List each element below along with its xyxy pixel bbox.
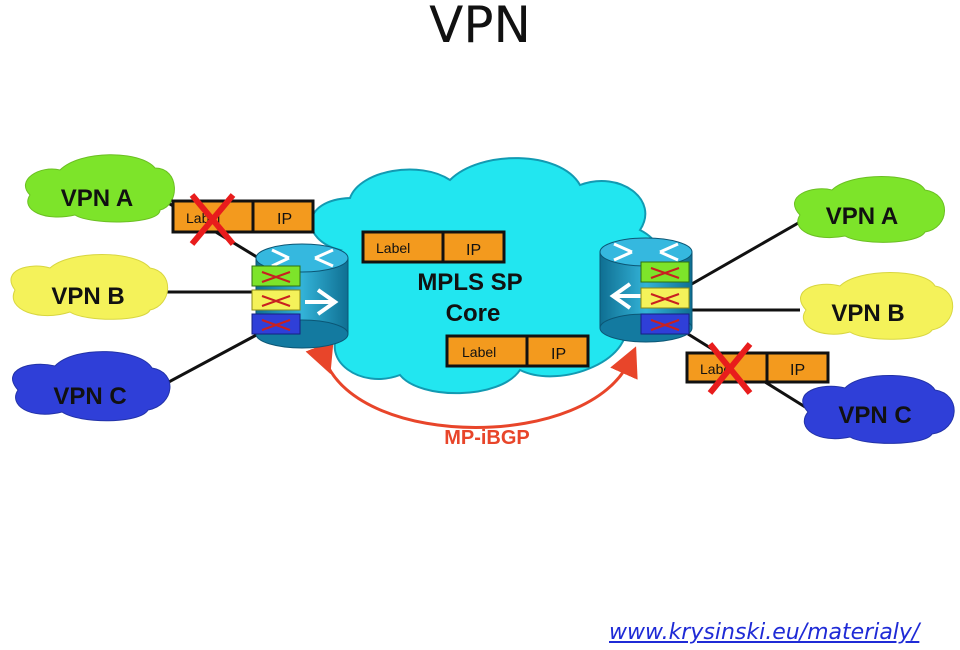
label-removed-mark-right xyxy=(707,342,753,395)
mp-ibgp-arc xyxy=(305,340,638,429)
right-vpn-b-cloud: VPN B xyxy=(800,272,954,340)
packet-ip-text: IP xyxy=(277,211,292,228)
right-vpn-a-cloud: VPN A xyxy=(793,176,945,243)
packet-core-bottom: Label IP xyxy=(445,334,590,368)
packet-core-top: Label IP xyxy=(361,230,506,264)
left-vpn-c-cloud: VPN C xyxy=(12,351,171,422)
packet-label-text: Label xyxy=(462,344,496,360)
footer-link[interactable]: www.krysinski.eu/materialy/ xyxy=(609,620,920,645)
core-label-line2: Core xyxy=(446,300,501,327)
page-title: VPN xyxy=(429,0,531,54)
left-vpn-c-label: VPN C xyxy=(53,383,126,410)
packet-ip-text: IP xyxy=(551,346,566,363)
packet-label-text: Label xyxy=(376,240,410,256)
right-vpn-c-label: VPN C xyxy=(838,402,911,429)
left-vpn-b-label: VPN B xyxy=(51,283,124,310)
core-label-line1: MPLS SP xyxy=(417,269,522,296)
left-vrf-stack xyxy=(251,265,301,335)
packet-left-edge: Label IP xyxy=(171,199,315,234)
packet-ip-text: IP xyxy=(466,242,481,259)
left-vpn-b-cloud: VPN B xyxy=(10,254,169,320)
left-vpn-a-label: VPN A xyxy=(61,185,133,212)
right-vrf-stack xyxy=(640,261,690,335)
right-vpn-a-label: VPN A xyxy=(826,203,898,230)
left-vpn-a-cloud: VPN A xyxy=(24,154,175,223)
packet-ip-text: IP xyxy=(790,362,805,379)
protocol-label: MP-iBGP xyxy=(444,427,530,449)
label-removed-mark-left xyxy=(189,193,236,246)
right-vpn-c-cloud: VPN C xyxy=(802,374,955,444)
right-vpn-b-label: VPN B xyxy=(831,300,904,327)
packet-right-edge: Label IP xyxy=(685,351,830,384)
